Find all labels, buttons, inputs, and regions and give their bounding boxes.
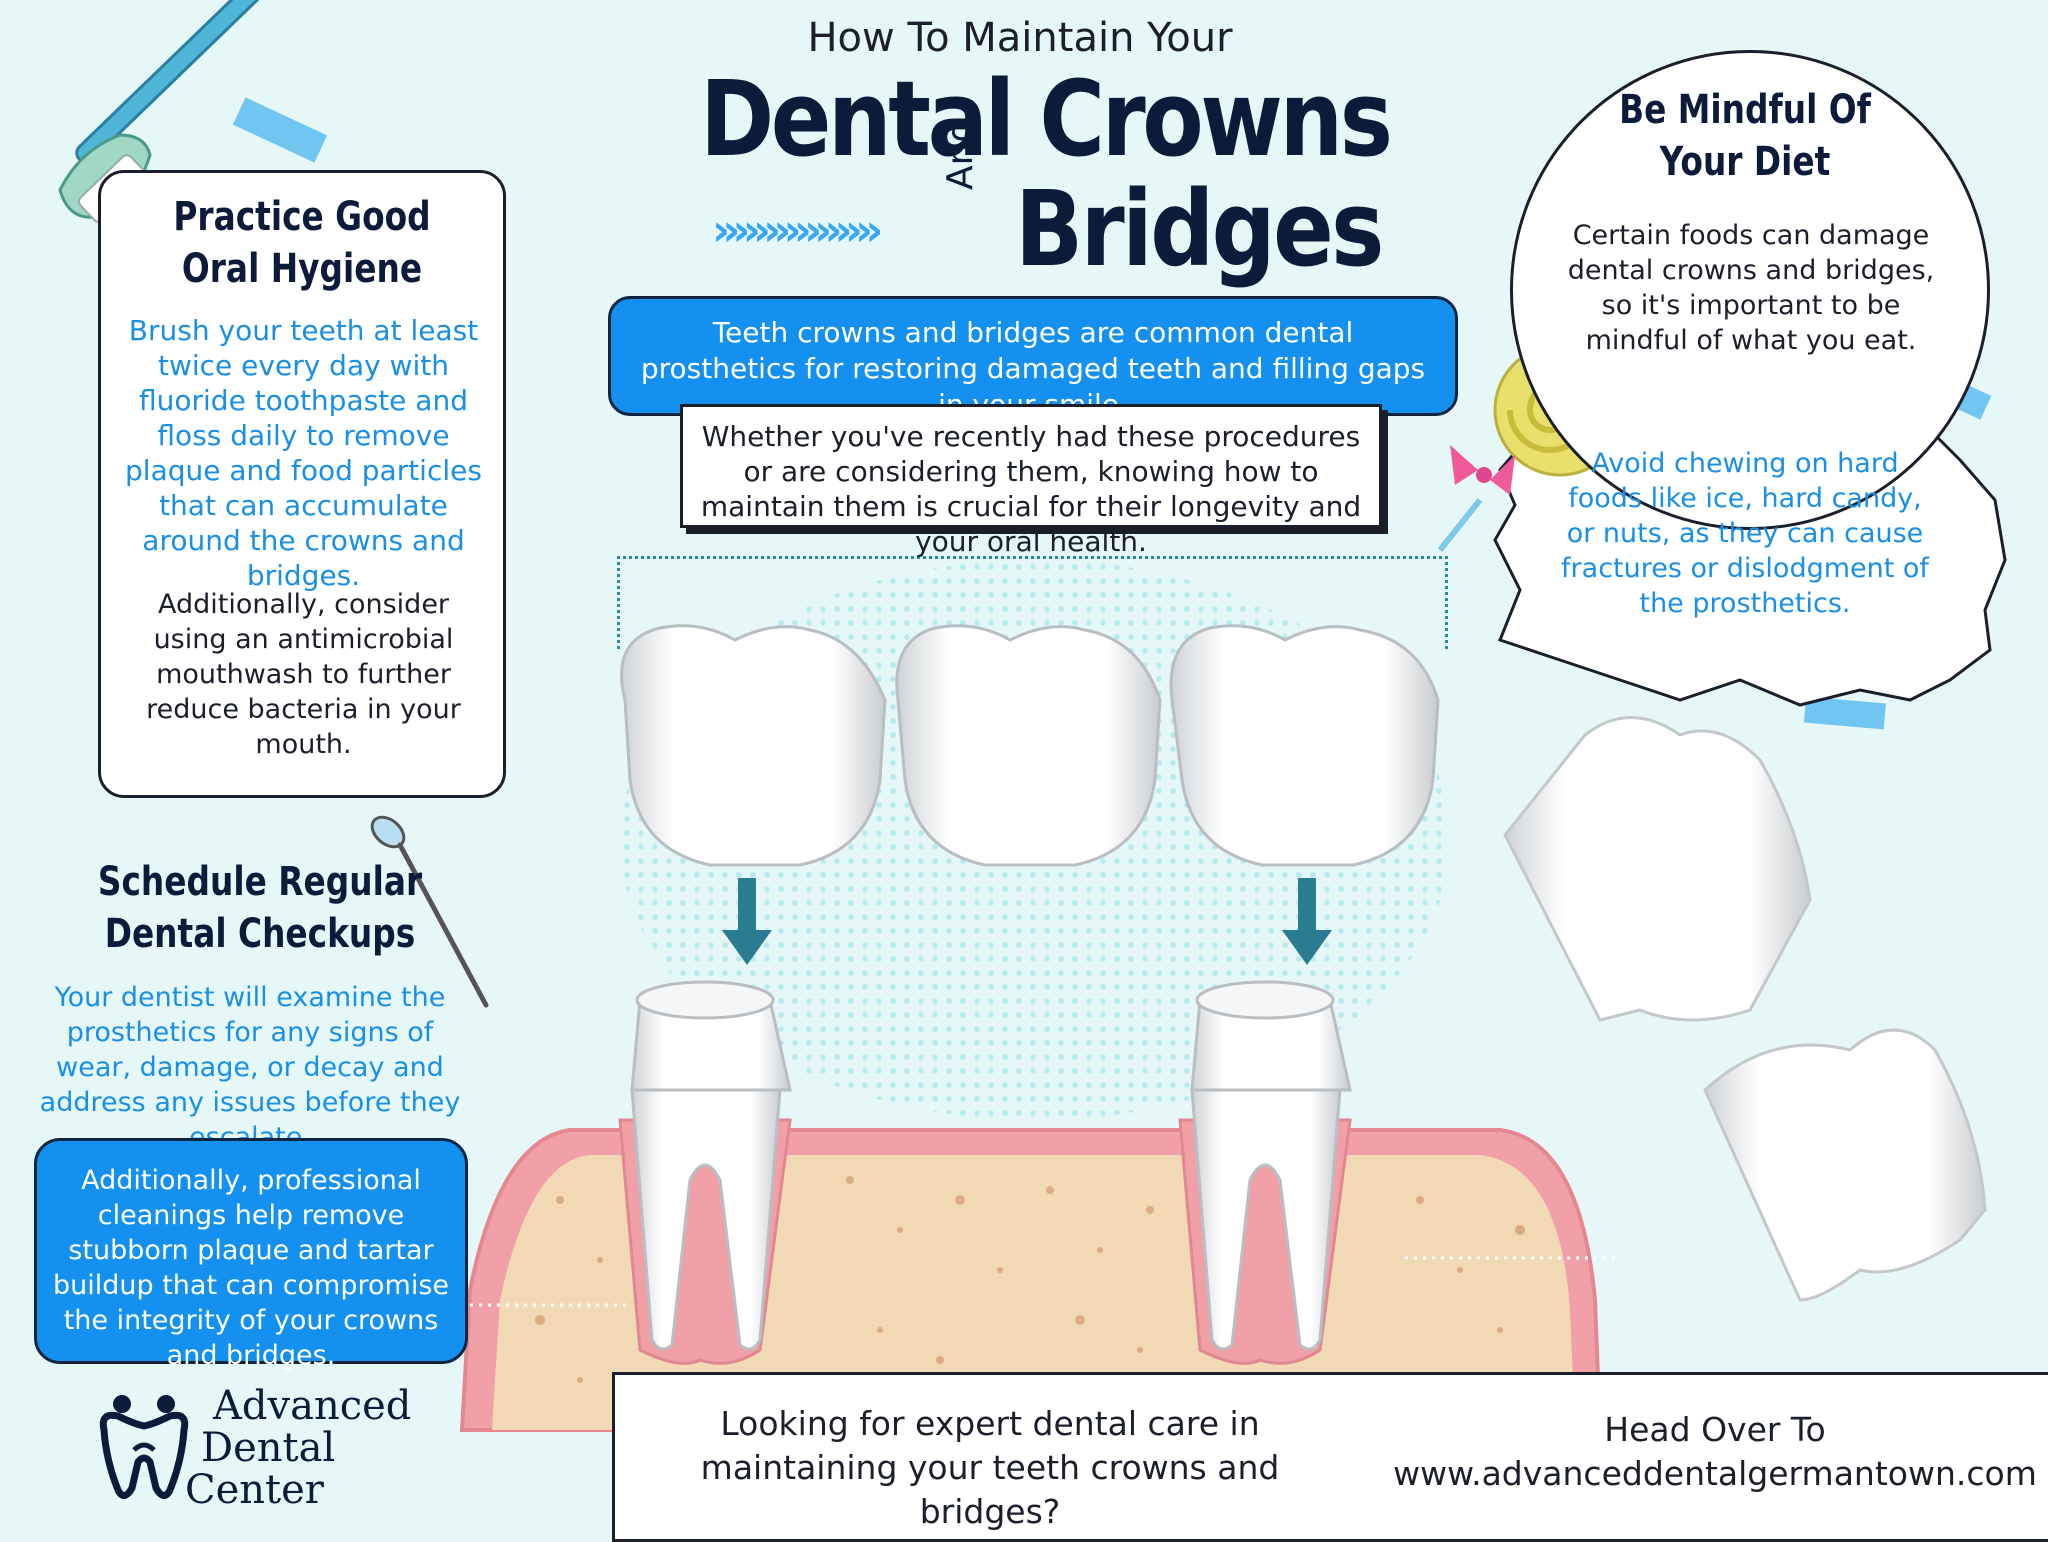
hygiene-title: Practice Good Oral Hygiene: [173, 194, 431, 292]
chevron-arrows-icon: »»»»»»»»: [712, 205, 883, 256]
intro-note: Whether you've recently had these proced…: [680, 404, 1382, 558]
tape-top-left: [232, 97, 328, 163]
crown-bridge: [620, 624, 1440, 867]
header-main-title: Dental Crowns: [700, 58, 1393, 180]
header-subtitle: Bridges: [1015, 168, 1384, 290]
arrow-down-left-icon: [722, 878, 772, 965]
logo-line-2: Dental: [201, 1425, 336, 1471]
header-pretitle: How To Maintain Your: [807, 15, 1233, 61]
footer-cta: Head Over To www.advanceddentalgermantow…: [1390, 1408, 2040, 1496]
diet-title: Be Mindful Of Your Diet: [1619, 87, 1871, 185]
intro-highlight: Teeth crowns and bridges are common dent…: [608, 296, 1458, 421]
dotted-frame: [617, 556, 1448, 649]
footer-banner: [612, 1372, 2048, 1542]
checkups-body: Your dentist will examine the prosthetic…: [39, 982, 461, 1153]
footer-cta-label: Head Over To: [1604, 1410, 1826, 1449]
header-connector: And: [940, 119, 981, 190]
diet-tip: Avoid chewing on hard foods like ice, ha…: [1561, 448, 1929, 619]
hygiene-extra: Additionally, consider using an antimicr…: [146, 589, 461, 760]
hygiene-card: Practice Good Oral Hygiene Brush your te…: [98, 170, 506, 798]
diet-circle: [1510, 50, 1990, 530]
diet-body: Certain foods can damage dental crowns a…: [1567, 220, 1935, 356]
abutment-tooth-left: [630, 980, 792, 1351]
loose-crown-2: [1703, 1028, 1987, 1302]
hygiene-body: Brush your teeth at least twice every da…: [125, 314, 482, 592]
bone-texture: [535, 1176, 1525, 1394]
loose-crown-1: [1503, 716, 1812, 1022]
dental-mirror-icon: [370, 815, 489, 1008]
abutment-tooth-right: [1190, 980, 1352, 1351]
checkups-extra: Additionally, professional cleanings hel…: [34, 1138, 468, 1371]
logo-line-1: Advanced: [213, 1383, 412, 1429]
arrow-down-right-icon: [1282, 878, 1332, 965]
tooth-logo-icon: [99, 1395, 189, 1499]
tape-bottom-right: [1803, 696, 1886, 730]
footer-url-link[interactable]: www.advanceddentalgermantown.com: [1393, 1454, 2037, 1493]
checkups-title: Schedule Regular Dental Checkups: [97, 859, 423, 957]
logo-line-3: Center: [185, 1467, 324, 1513]
footer-question: Looking for expert dental care in mainta…: [700, 1404, 1280, 1531]
logo-wordmark: Advanced Dental Center: [185, 1385, 411, 1511]
